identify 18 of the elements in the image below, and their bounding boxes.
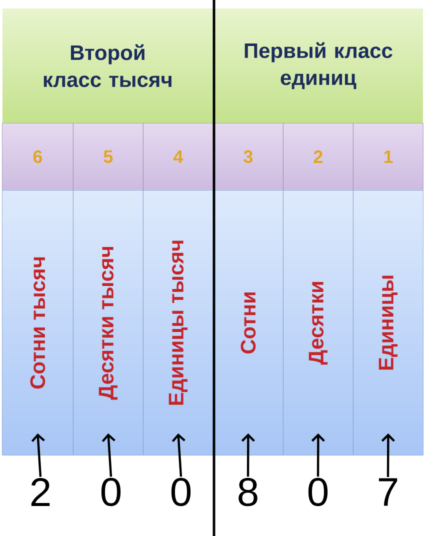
rank-number-cell: 2 (283, 123, 354, 190)
rank-number-cell: 3 (213, 123, 284, 190)
arrow (172, 433, 186, 477)
rank-number-cell: 6 (2, 123, 74, 190)
digit: 0 (308, 478, 328, 506)
rank-number-cell: 1 (353, 123, 424, 190)
arrow (381, 433, 395, 478)
arrow (102, 433, 116, 477)
arrow (311, 433, 325, 477)
digit: 7 (378, 478, 398, 506)
arrow (241, 433, 255, 477)
rank-number-cell: 4 (143, 123, 214, 190)
arrow (31, 433, 45, 477)
digit: 2 (31, 478, 50, 506)
digit: 8 (238, 478, 258, 506)
digit: 0 (101, 478, 121, 506)
digit: 0 (171, 478, 191, 506)
rank-number-cell: 5 (73, 123, 144, 190)
